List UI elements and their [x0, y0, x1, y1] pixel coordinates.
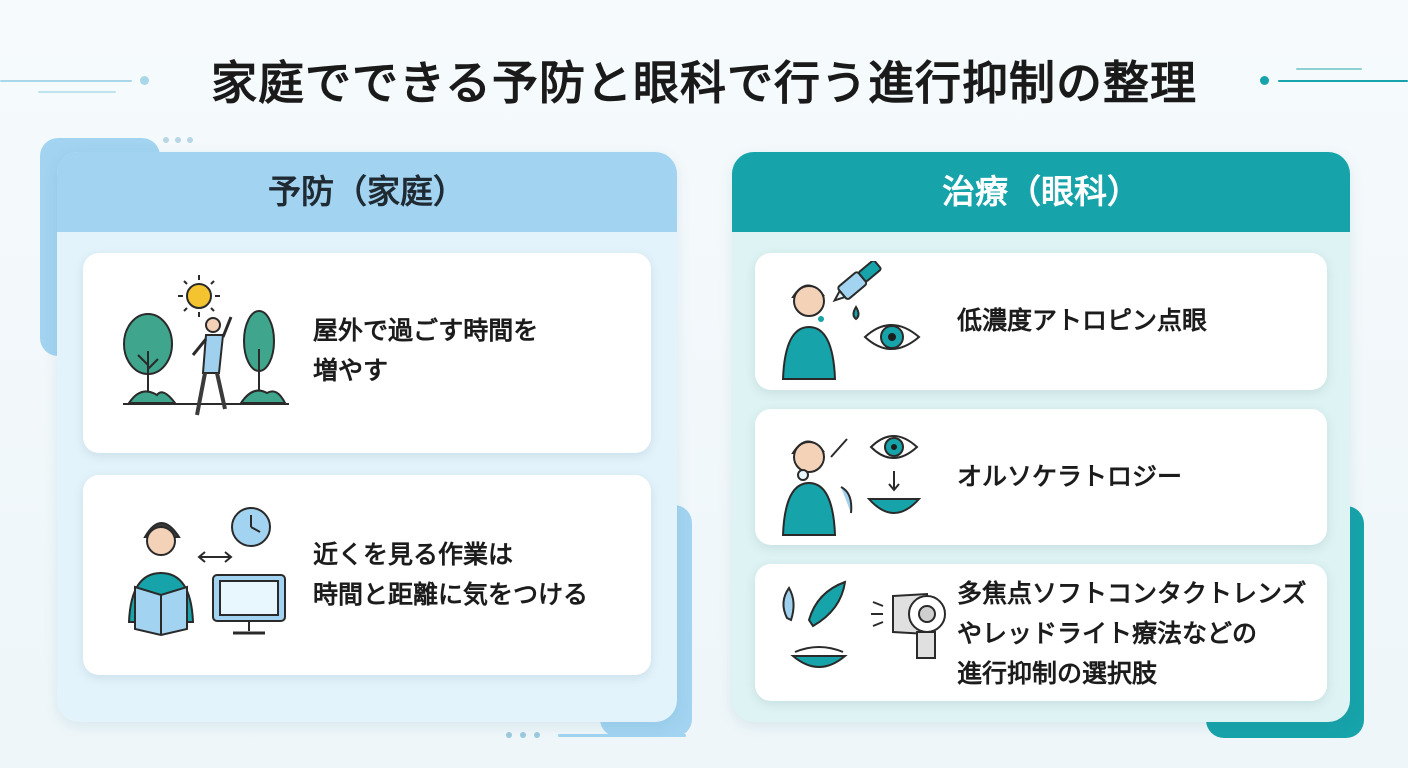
card-text-line: 増やす — [313, 356, 389, 385]
decor-dot — [520, 732, 526, 738]
card-text-line: オルソケラトロジー — [957, 462, 1183, 491]
decor-dot — [534, 732, 540, 738]
decor-dot — [163, 137, 169, 143]
prevention-panel: 予防（家庭） — [57, 152, 677, 722]
near-work-text: 近くを見る作業は 時間と距離に気をつける — [313, 535, 653, 615]
decor-dot — [506, 732, 512, 738]
treatment-panel-header: 治療（眼科） — [732, 152, 1350, 232]
decor-line — [1296, 68, 1362, 70]
decor-line — [0, 80, 132, 82]
card-text-line: やレッドライト療法などの — [957, 619, 1258, 648]
eye-drops-icon — [781, 261, 921, 380]
ortho-k-text: オルソケラトロジー — [957, 457, 1317, 497]
atropine-card: 低濃度アトロピン点眼 — [755, 253, 1327, 390]
reading-screen-clock-icon — [127, 507, 286, 637]
card-text-line: 多焦点ソフトコンタクトレンズ — [957, 579, 1307, 608]
ortho-k-card: オルソケラトロジー — [755, 409, 1327, 545]
other-options-text: 多焦点ソフトコンタクトレンズ やレッドライト療法などの 進行抑制の選択肢 — [957, 574, 1317, 694]
decor-dot — [175, 137, 181, 143]
outdoor-time-text: 屋外で過ごす時間を 増やす — [313, 311, 633, 391]
page-title: 家庭でできる予防と眼科で行う進行抑制の整理 — [210, 56, 1198, 110]
decor-dot — [187, 137, 193, 143]
decor-line — [1278, 80, 1408, 82]
card-text-line: 進行抑制の選択肢 — [957, 659, 1158, 688]
decor-dot — [140, 76, 149, 85]
ortho-k-lens-icon — [781, 435, 922, 536]
decor-line — [38, 91, 116, 93]
contact-lens-red-light-icon — [782, 580, 946, 668]
prevention-panel-header: 予防（家庭） — [57, 152, 677, 232]
card-text-line: 時間と距離に気をつける — [313, 580, 589, 609]
outdoor-time-card: 屋外で過ごす時間を 増やす — [83, 253, 651, 453]
treatment-panel: 治療（眼科） 低濃度アトロピン点眼 — [732, 152, 1350, 722]
near-work-card: 近くを見る作業は 時間と距離に気をつける — [83, 475, 651, 675]
atropine-text: 低濃度アトロピン点眼 — [957, 301, 1317, 341]
card-text-line: 低濃度アトロピン点眼 — [957, 306, 1208, 335]
card-text-line: 屋外で過ごす時間を — [313, 316, 539, 345]
other-options-card: 多焦点ソフトコンタクトレンズ やレッドライト療法などの 進行抑制の選択肢 — [755, 564, 1327, 701]
outdoor-sun-trees-icon — [123, 275, 289, 416]
card-text-line: 近くを見る作業は — [313, 540, 514, 569]
decor-dot — [1260, 76, 1269, 85]
